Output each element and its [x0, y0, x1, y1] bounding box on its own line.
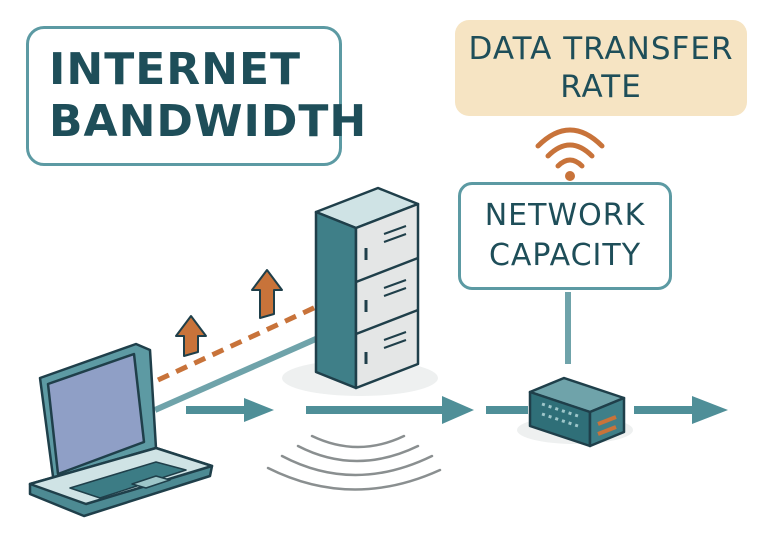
flow-arrow-icon	[486, 406, 528, 414]
server-rack-icon	[314, 186, 420, 390]
upload-arrow-icon	[175, 315, 207, 357]
rate-line-1: DATA TRANSFER	[468, 31, 734, 67]
flow-arrow-icon	[634, 396, 728, 424]
flow-arrow-icon	[306, 396, 474, 424]
title-label: INTERNET BANDWIDTH	[26, 26, 366, 166]
rate-line-2: RATE	[560, 69, 642, 105]
upload-arrow-icon	[251, 269, 283, 319]
data-transfer-rate-label: DATA TRANSFER RATE	[455, 20, 747, 116]
signal-waves-icon	[266, 434, 442, 491]
router-icon	[528, 376, 626, 448]
laptop-icon	[28, 342, 214, 518]
base-link-line	[153, 335, 320, 413]
flow-arrow-icon	[186, 398, 274, 422]
wifi-dot	[565, 171, 575, 181]
wifi-signal-icon	[535, 127, 605, 169]
upload-dashed-line	[156, 303, 320, 383]
capacity-line-1: NETWORK	[484, 198, 646, 233]
network-capacity-label: NETWORK CAPACITY	[458, 182, 672, 290]
title-line-1: INTERNET	[49, 44, 302, 95]
title-line-2: BANDWIDTH	[49, 96, 368, 147]
capacity-line-2: CAPACITY	[488, 238, 642, 273]
